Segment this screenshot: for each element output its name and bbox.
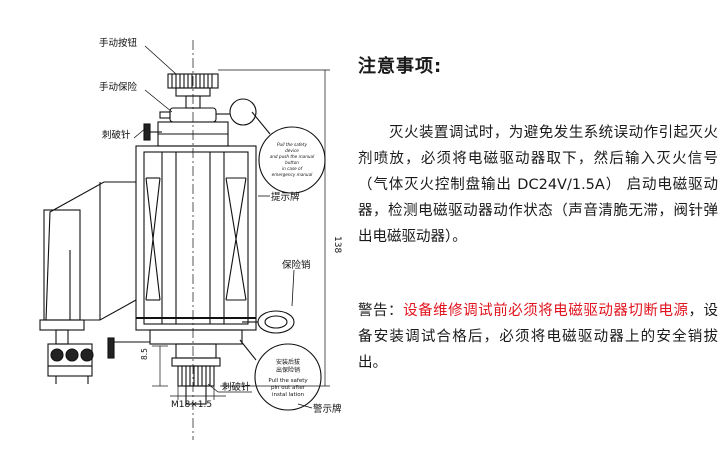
thread-spec-label: M18×1.5: [171, 400, 212, 410]
dimension-138: 138: [332, 236, 342, 253]
svg-text:in case of: in case of: [282, 166, 303, 171]
tag-top-text: Pull the safety device and push the manu…: [270, 142, 315, 177]
label-striker-pin-top: 刺破针: [102, 129, 131, 141]
svg-text:Pull the safety: Pull the safety: [268, 378, 308, 384]
notes-title: 注意事项:: [358, 56, 443, 77]
solenoid-driver-diagram: 手动按钮 手动保险 刺破针 提示牌 保险销 刺破针 警示牌 138 8.5 M1…: [39, 37, 342, 440]
label-striker-pin-bottom: 刺破针: [222, 381, 251, 393]
junction-box: [39, 181, 137, 384]
dimension-8-5: 8.5: [140, 348, 149, 360]
svg-text:Pull the safety: Pull the safety: [277, 142, 307, 147]
label-manual-safety: 手动保险: [99, 81, 138, 93]
svg-text:device: device: [285, 148, 299, 153]
warning-tag-bottom: [239, 339, 322, 411]
svg-text:出保险销: 出保险销: [276, 366, 300, 374]
label-safety-pin: 保险销: [282, 259, 311, 271]
manual-button-part: [167, 73, 219, 109]
manual-safety-part: [159, 98, 257, 126]
label-indicator-top: 提示牌: [271, 191, 300, 203]
svg-text:and push the manual: and push the manual: [270, 154, 315, 159]
svg-text:emergency manual: emergency manual: [272, 172, 313, 177]
svg-text:instal lation: instal lation: [272, 392, 305, 398]
warning-paragraph: 警告：设备维修调试前必须将电磁驱动器切断电源，设备安装调试合格后，必须将电磁驱动…: [358, 298, 718, 376]
label-warning-tag: 警示牌: [313, 403, 342, 415]
warning-label: 警告：: [358, 303, 404, 319]
svg-text:button: button: [285, 160, 299, 165]
svg-text:pin out after: pin out after: [271, 385, 306, 391]
warning-red-text: 设备维修调试前必须将电磁驱动器切断电源: [403, 303, 689, 319]
safety-pin-part: [242, 310, 295, 334]
warning-rest-text: ，设备安装调试合格后，必须将电磁驱动器上的安全销拔出。: [358, 303, 719, 371]
svg-text:安装后拔: 安装后拔: [276, 358, 300, 366]
label-manual-button: 手动按钮: [99, 37, 138, 49]
notes-paragraph: 灭火装置调试时，为避免发生系统误动作引起灭火剂喷放，必须将电磁驱动器取下，然后输…: [358, 125, 718, 245]
striker-pin-top-part: [143, 123, 162, 141]
tag-bottom-text: 安装后拔 出保险销 Pull the safety pin out after …: [268, 358, 308, 398]
